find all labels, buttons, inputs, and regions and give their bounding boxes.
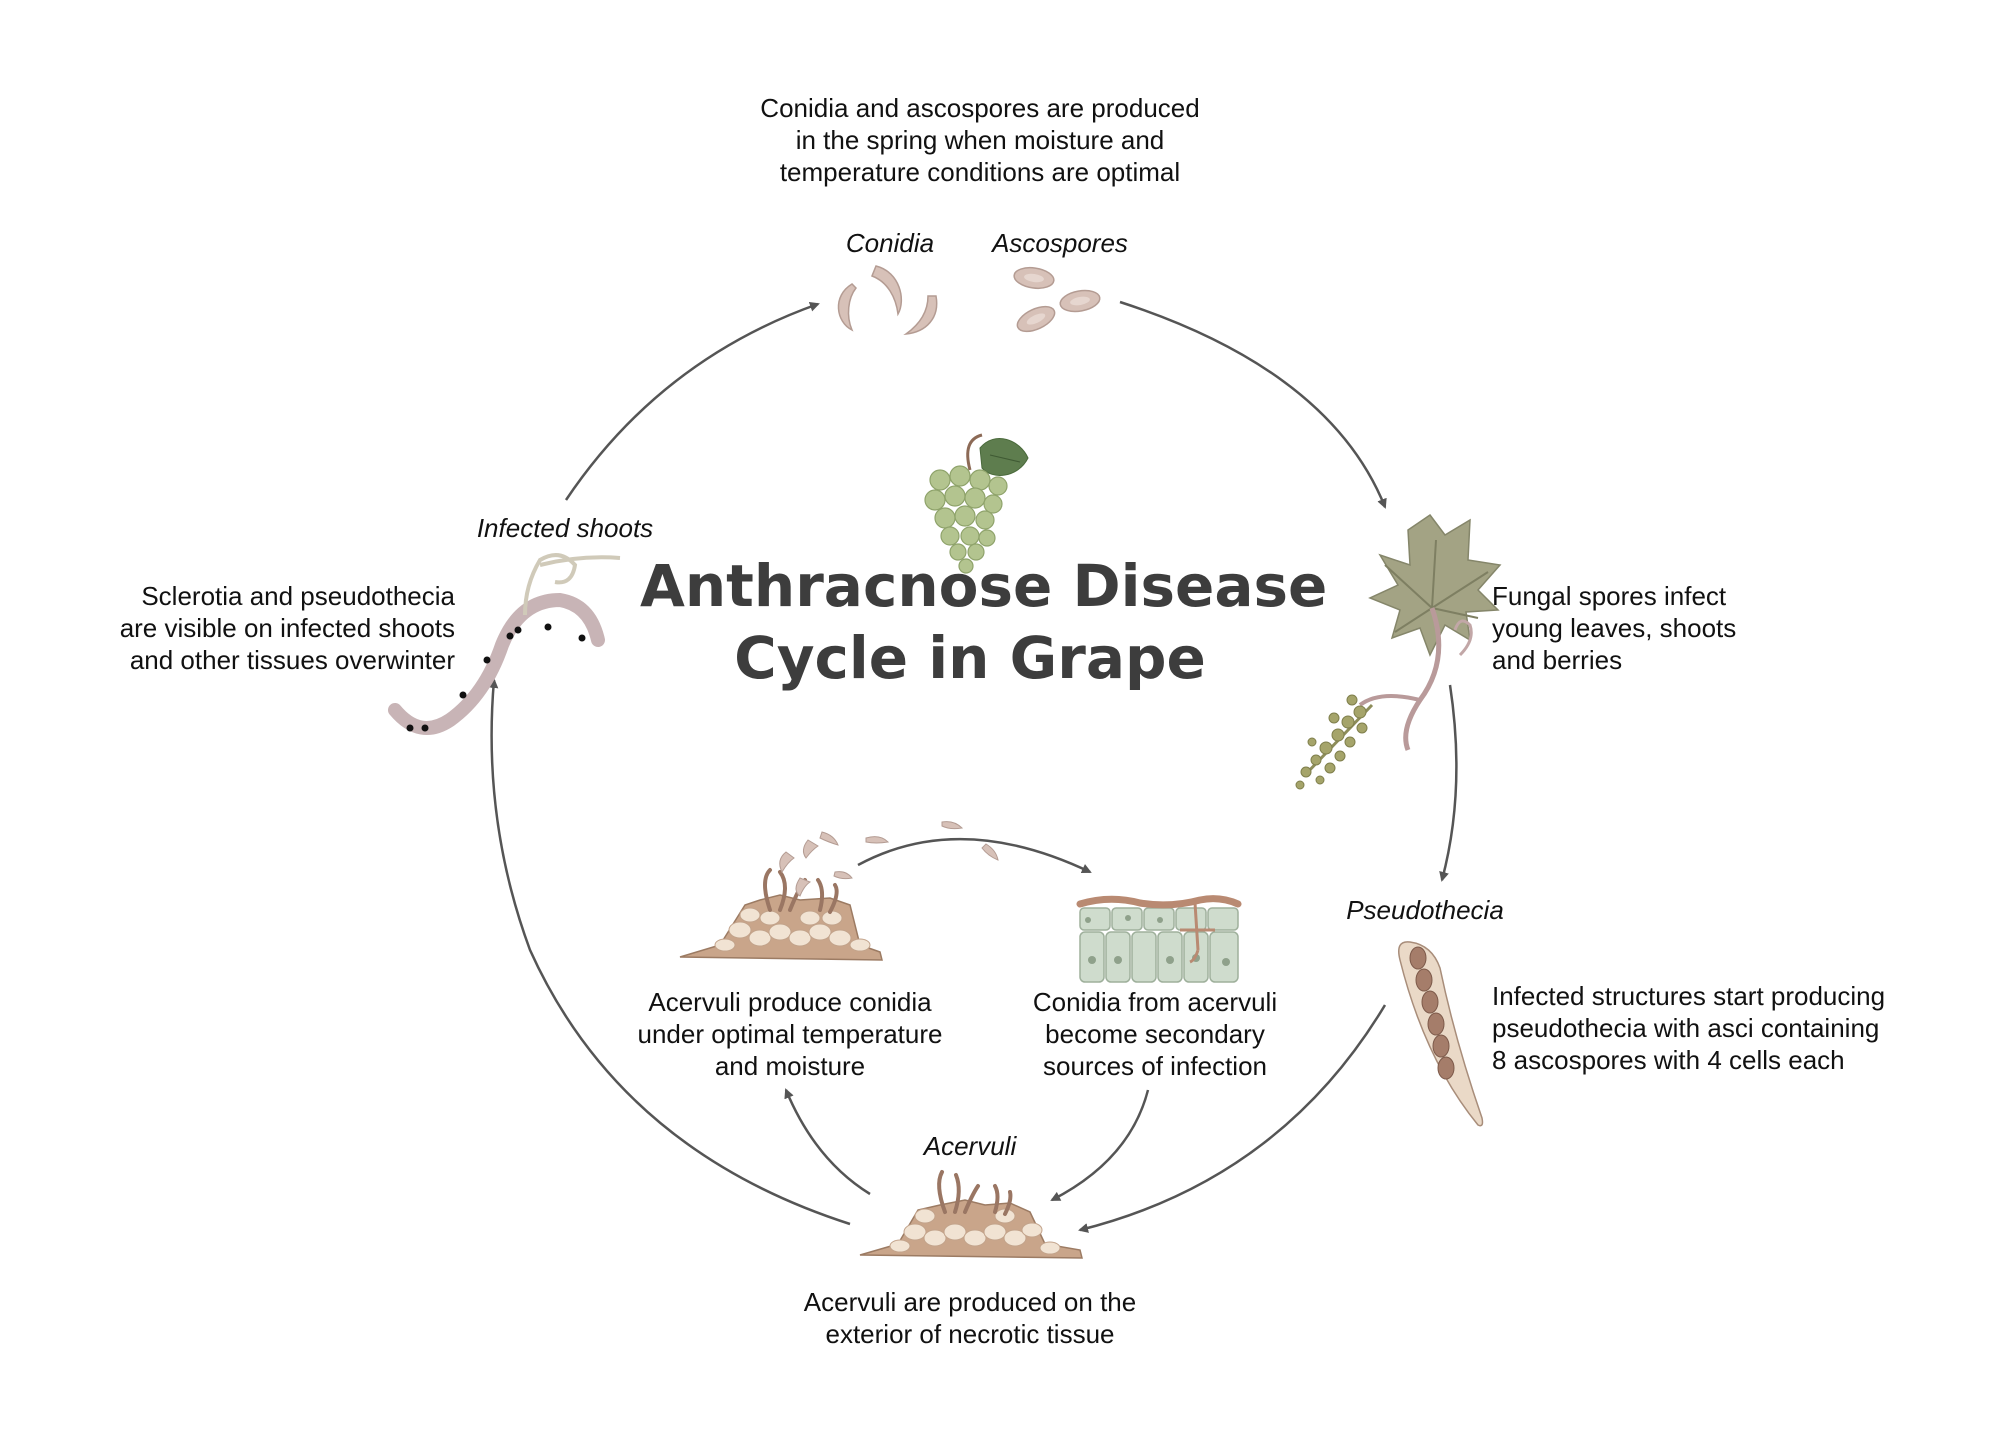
arrow-conidia-to-cells [857, 838, 1092, 874]
arrow-spores-to-leaf [1119, 300, 1387, 509]
caption-acervuli-produced: Acervuli are produced on the exterior of… [803, 1287, 1137, 1349]
infected-cells-icon [1076, 895, 1242, 983]
label-pseudothecia: Pseudothecia [1346, 895, 1504, 925]
infected-leaf-icon [1358, 513, 1502, 751]
acervulus-bottom-icon [859, 1170, 1083, 1259]
pseudothecium-icon [1398, 941, 1484, 1127]
acervulus-inner-icon [679, 868, 883, 961]
label-acervuli: Acervuli [923, 1131, 1017, 1161]
title-line-2: Cycle in Grape [734, 624, 1206, 692]
caption-pseudothecia: Infected structures start producing pseu… [1492, 981, 1886, 1075]
grape-bunch-icon [924, 433, 1029, 574]
caption-spores-produced: Conidia and ascospores are produced in t… [760, 93, 1200, 187]
arrow-acervuli-to-inner-left [784, 1088, 871, 1196]
young-grape-cluster-icon [1295, 694, 1374, 790]
caption-acervuli-produce-conidia: Acervuli produce conidia under optimal t… [637, 987, 943, 1081]
label-infected-shoots: Infected shoots [476, 513, 654, 543]
arrow-inner-right-to-acervuli [1050, 1089, 1150, 1202]
diagram-title: Anthracnose Disease Cycle in Grape [640, 550, 1328, 694]
arrow-leaf-to-pseudothecia [1439, 684, 1458, 882]
arrow-pseudothecia-to-acervuli [1078, 1004, 1387, 1233]
caption-spores-infect: Fungal spores infect young leaves, shoot… [1492, 581, 1737, 675]
conidia-icon [837, 265, 938, 336]
ascospores-icon [1013, 266, 1101, 333]
arrow-shoots-to-spores [564, 301, 820, 501]
arrow-acervuli-to-shoots [488, 678, 851, 1226]
infected-shoot-icon [388, 553, 621, 735]
cycle-arrows [488, 300, 1458, 1233]
label-conidia: Conidia [845, 228, 935, 258]
title-line-1: Anthracnose Disease [640, 552, 1328, 620]
label-ascospores: Ascospores [992, 228, 1128, 258]
caption-overwinter: Sclerotia and pseudothecia are visible o… [119, 581, 455, 675]
released-conidia-icon [779, 821, 999, 897]
caption-secondary-infection: Conidia from acervuli become secondary s… [1032, 987, 1278, 1081]
